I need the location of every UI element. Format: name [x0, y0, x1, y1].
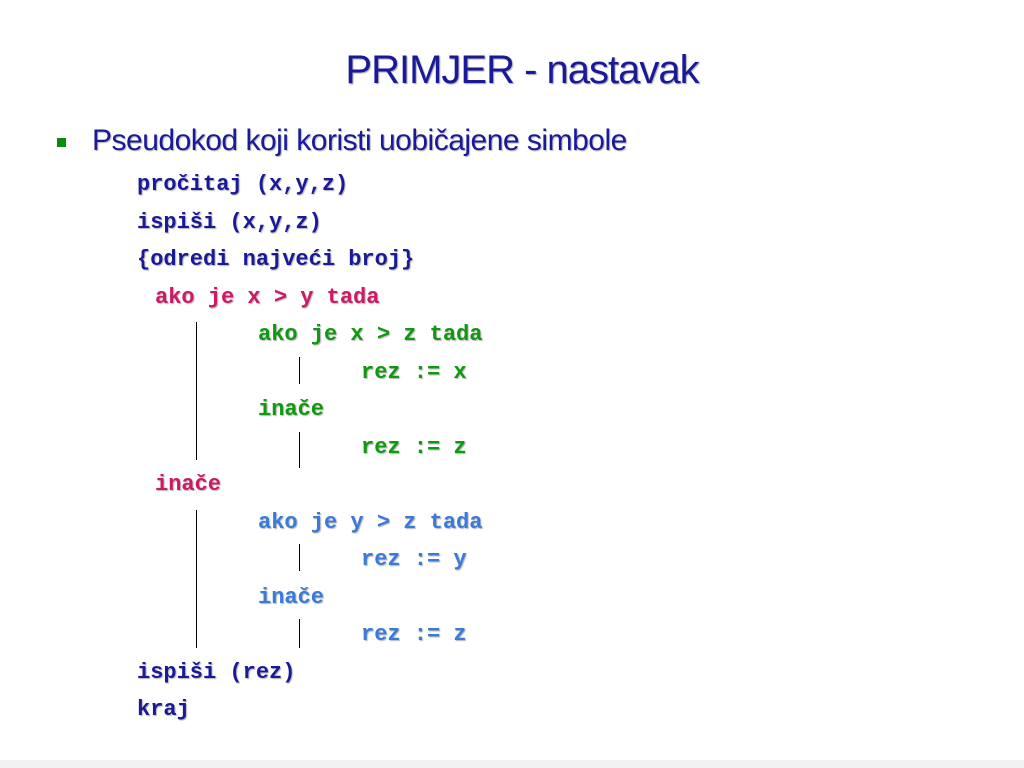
square-bullet-icon: [57, 138, 66, 147]
code-line-else-inner-1: inače: [258, 397, 325, 422]
code-line-end: kraj: [137, 697, 190, 722]
inner-else-guide-line-1: [299, 432, 300, 468]
code-line-if-y-gt-z: ako je y > z tada: [258, 510, 483, 535]
code-line-rez-z-1: rez := z: [361, 435, 467, 460]
code-line-else-inner-2: inače: [258, 585, 325, 610]
footer-bar: [0, 760, 1024, 768]
code-line-print-input: ispiši (x,y,z): [137, 210, 322, 235]
code-line-rez-x: rez := x: [361, 360, 467, 385]
outer-else-guide-line: [196, 510, 197, 648]
code-line-print-result: ispiši (rez): [137, 660, 296, 685]
outer-then-guide-line: [196, 322, 197, 460]
code-line-read: pročitaj (x,y,z): [137, 172, 349, 197]
code-line-comment: {odredi najveći broj}: [137, 247, 415, 272]
slide-title: PRIMJER - nastavak: [345, 48, 699, 92]
code-line-rez-y: rez := y: [361, 547, 467, 572]
code-line-rez-z-2: rez := z: [361, 622, 467, 647]
bullet-text: Pseudokod koji koristi uobičajene simbol…: [92, 124, 627, 157]
inner-then-guide-line-2: [299, 544, 300, 571]
code-line-if-x-gt-y: ako je x > y tada: [155, 285, 380, 310]
code-line-if-x-gt-z: ako je x > z tada: [258, 322, 483, 347]
inner-then-guide-line-1: [299, 357, 300, 384]
code-line-else-outer: inače: [155, 472, 222, 497]
inner-else-guide-line-2: [299, 619, 300, 648]
